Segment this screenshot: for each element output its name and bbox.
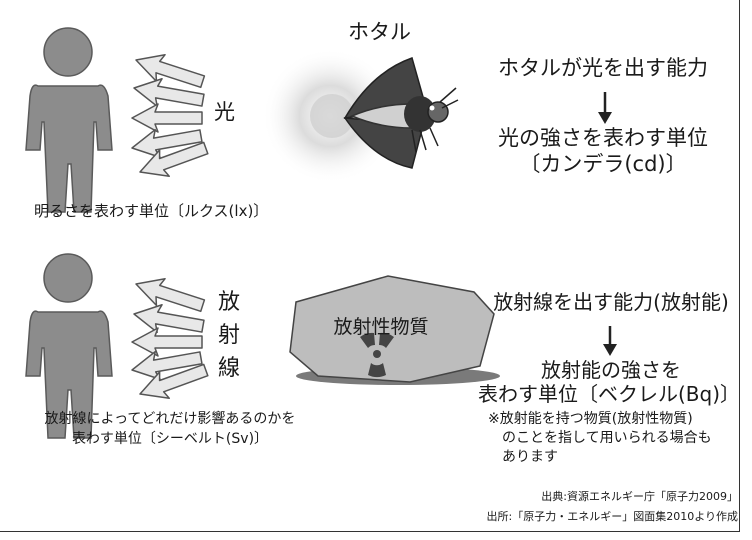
light-label: 光 [214, 100, 235, 124]
candela-line2: 〔カンデラ(cd)〕 [519, 152, 687, 176]
radiation-symbol-icon [360, 332, 394, 378]
radioactive-rock [289, 275, 495, 383]
radiation-label: 放 射 線 [216, 286, 242, 385]
frame-border [0, 0, 740, 532]
radioactivity-ability-text: 放射線を出す能力(放射能) [493, 290, 729, 314]
sievert-line1: 放射線によってどれだけ影響あるのかを [44, 411, 296, 427]
light-arrows [128, 45, 212, 186]
note-line1: ※放射能を持つ物質(放射性物質) [488, 411, 693, 427]
lux-text: 明るさを表わす単位〔ルクス(lx)〕 [34, 202, 269, 220]
source-line1: 出典:資源エネルギー庁「原子力2009」 [541, 490, 738, 503]
radiation-arrows [128, 269, 212, 408]
note-line2: のことを指して用いられる場合も [502, 430, 712, 446]
bottom-down-arrow [603, 326, 617, 356]
sievert-line2: 表わす単位〔シーベルト(Sv)〕 [71, 431, 269, 447]
radiation-label-char: 射 [217, 323, 240, 348]
becquerel-line2: 表わす単位〔ベクレル(Bq)〕 [477, 382, 741, 406]
firefly-label: ホタル [348, 20, 411, 44]
candela-line1: 光の強さを表わす単位 [498, 126, 708, 150]
firefly-ability-text: ホタルが光を出す能力 [498, 56, 708, 80]
firefly-illustration [343, 57, 459, 169]
becquerel-line1: 放射能の強さを [541, 358, 681, 382]
top-down-arrow [598, 92, 612, 124]
person-figure-top [25, 27, 113, 213]
note-line3: あります [502, 449, 558, 465]
radiation-label-char: 線 [217, 356, 240, 381]
radiation-label-char: 放 [217, 290, 240, 315]
source-line2: 出所:「原子力・エネルギー」図面集2010より作成 [486, 510, 738, 523]
radioactive-material-label: 放射性物質 [333, 316, 429, 338]
